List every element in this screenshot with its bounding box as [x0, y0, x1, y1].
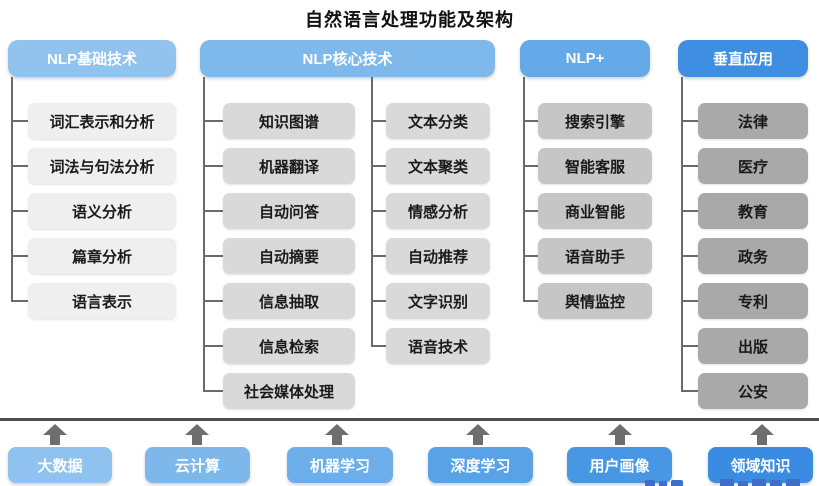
- node-search-engine: 搜索引擎: [538, 103, 652, 139]
- connector-line: [203, 300, 223, 302]
- column-header-nlp-plus: NLP+: [520, 40, 650, 77]
- connector-line: [681, 165, 698, 167]
- connector-line: [203, 165, 223, 167]
- connector-line: [681, 300, 698, 302]
- node-text-classification: 文本分类: [386, 103, 490, 139]
- connector-line: [371, 120, 386, 122]
- connector-line: [681, 255, 698, 257]
- connector-line: [11, 210, 28, 212]
- connector-line: [11, 77, 13, 301]
- node-information-retrieval: 信息检索: [223, 328, 355, 364]
- connector-line: [11, 165, 28, 167]
- up-arrow-icon: [466, 424, 490, 445]
- connector-line: [11, 120, 28, 122]
- connector-line: [523, 77, 525, 301]
- node-discourse-analysis: 篇章分析: [28, 238, 176, 274]
- connector-line: [203, 77, 205, 391]
- connector-line: [523, 165, 538, 167]
- node-auto-summarization: 自动摘要: [223, 238, 355, 274]
- node-lexical-representation: 词汇表示和分析: [28, 103, 176, 139]
- foundation-deep-learning: 深度学习: [428, 447, 533, 483]
- node-machine-translation: 机器翻译: [223, 148, 355, 184]
- column-header-vertical-apps: 垂直应用: [678, 40, 808, 77]
- node-social-media-processing: 社会媒体处理: [223, 373, 355, 409]
- connector-line: [371, 165, 386, 167]
- connector-line: [681, 210, 698, 212]
- node-ocr: 文字识别: [386, 283, 490, 319]
- connector-line: [523, 255, 538, 257]
- connector-line: [371, 210, 386, 212]
- foundation-cloud-computing: 云计算: [145, 447, 250, 483]
- connector-line: [523, 300, 538, 302]
- connector-line: [681, 120, 698, 122]
- connector-line: [11, 300, 28, 302]
- foundation-big-data: 大数据: [8, 447, 112, 483]
- node-education: 教育: [698, 193, 808, 229]
- connector-line: [203, 210, 223, 212]
- column-header-nlp-core: NLP核心技术: [200, 40, 495, 77]
- node-publishing: 出版: [698, 328, 808, 364]
- up-arrow-icon: [185, 424, 209, 445]
- diagram-title: 自然语言处理功能及架构: [305, 10, 514, 30]
- node-medical: 医疗: [698, 148, 808, 184]
- node-speech-technology: 语音技术: [386, 328, 490, 364]
- node-government: 政务: [698, 238, 808, 274]
- foundation-domain-knowledge: 领域知识: [708, 447, 813, 483]
- node-language-representation: 语言表示: [28, 283, 176, 319]
- node-information-extraction: 信息抽取: [223, 283, 355, 319]
- connector-line: [523, 210, 538, 212]
- node-smart-customer-service: 智能客服: [538, 148, 652, 184]
- connector-line: [203, 120, 223, 122]
- connector-line: [681, 345, 698, 347]
- node-voice-assistant: 语音助手: [538, 238, 652, 274]
- connector-line: [11, 255, 28, 257]
- node-sentiment-analysis: 情感分析: [386, 193, 490, 229]
- foundation-user-profile: 用户画像: [567, 447, 672, 483]
- up-arrow-icon: [325, 424, 349, 445]
- node-auto-qa: 自动问答: [223, 193, 355, 229]
- watermark-fragment: [645, 478, 815, 486]
- column-header-nlp-basics: NLP基础技术: [8, 40, 176, 77]
- connector-line: [203, 345, 223, 347]
- connector-line: [371, 300, 386, 302]
- node-public-opinion-monitoring: 舆情监控: [538, 283, 652, 319]
- node-public-security: 公安: [698, 373, 808, 409]
- separator-line: [0, 418, 819, 421]
- up-arrow-icon: [750, 424, 774, 445]
- node-morph-syntax-analysis: 词法与句法分析: [28, 148, 176, 184]
- connector-line: [371, 255, 386, 257]
- node-business-intelligence: 商业智能: [538, 193, 652, 229]
- connector-line: [523, 120, 538, 122]
- up-arrow-icon: [608, 424, 632, 445]
- connector-line: [371, 345, 386, 347]
- node-text-clustering: 文本聚类: [386, 148, 490, 184]
- up-arrow-icon: [43, 424, 67, 445]
- foundation-machine-learning: 机器学习: [287, 447, 393, 483]
- connector-line: [203, 390, 223, 392]
- connector-line: [203, 255, 223, 257]
- connector-line: [681, 77, 683, 391]
- connector-line: [681, 390, 698, 392]
- node-law: 法律: [698, 103, 808, 139]
- node-auto-recommendation: 自动推荐: [386, 238, 490, 274]
- node-semantic-analysis: 语义分析: [28, 193, 176, 229]
- node-knowledge-graph: 知识图谱: [223, 103, 355, 139]
- node-patent: 专利: [698, 283, 808, 319]
